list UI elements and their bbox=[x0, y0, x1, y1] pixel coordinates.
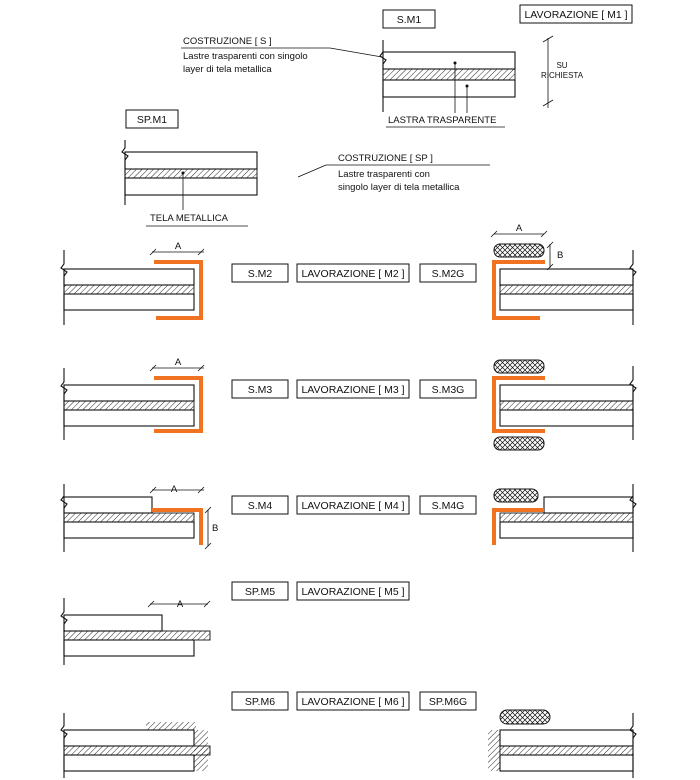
m2-left-tag: S.M2 bbox=[248, 268, 273, 280]
m5-left-tag: SP.M5 bbox=[245, 586, 275, 598]
m3-dim-a: A bbox=[175, 357, 182, 368]
m3-lavorazione: LAVORAZIONE [ M3 ] bbox=[301, 384, 404, 396]
m5-dim-a: A bbox=[177, 599, 184, 610]
m4-left-tag: S.M4 bbox=[248, 500, 273, 512]
m4-left-tag-box bbox=[231, 495, 289, 515]
m4-dim-b: B bbox=[212, 523, 218, 534]
m3-left-tag-box bbox=[231, 379, 289, 399]
lastra-trasparente-label: LASTRA TRASPARENTE bbox=[388, 115, 496, 126]
row-m5: A SP.M5 LAVORAZIONE [ M5 ] bbox=[60, 581, 410, 665]
costruzione-sp-line1: Lastre trasparenti con bbox=[338, 169, 430, 180]
row-m4: A B S.M4 LAVORAZIONE [ M4 ] S.M4G bbox=[60, 484, 637, 552]
m2-right-tag: S.M2G bbox=[432, 268, 465, 280]
m2-lavorazione-box bbox=[296, 263, 410, 283]
m2-left-tag-box bbox=[231, 263, 289, 283]
su-label: SU bbox=[556, 61, 567, 70]
row-m6: SP.M6 LAVORAZIONE [ M6 ] SP.M6G bbox=[60, 691, 637, 778]
m2-lavorazione: LAVORAZIONE [ M2 ] bbox=[301, 268, 404, 280]
m4-dim-a: A bbox=[171, 484, 178, 495]
costruzione-s-line1: Lastre trasparenti con singolo bbox=[183, 51, 308, 62]
m2g-dim-b: B bbox=[557, 250, 563, 261]
m2-dim-a: A bbox=[175, 241, 182, 252]
costruzione-sp-line2: singolo layer di tela metallica bbox=[338, 182, 460, 193]
m3-lavorazione-box bbox=[296, 379, 410, 399]
m5-lavorazione: LAVORAZIONE [ M5 ] bbox=[301, 586, 404, 598]
m6-left-tag-box bbox=[231, 691, 289, 711]
m3-right-tag-box bbox=[419, 379, 477, 399]
m6-left-tag: SP.M6 bbox=[245, 696, 275, 708]
m6-lavorazione-box bbox=[296, 691, 410, 711]
spm1-tag-box bbox=[125, 109, 179, 129]
m4-lavorazione: LAVORAZIONE [ M4 ] bbox=[301, 500, 404, 512]
m2g-dim-a: A bbox=[516, 223, 523, 234]
detail-spm1: SP.M1 TELA METALLICA COSTRUZIONE [ SP ] … bbox=[121, 109, 490, 227]
lavorazione-m1-box bbox=[519, 4, 633, 24]
costruzione-s-title: COSTRUZIONE [ S ] bbox=[183, 36, 272, 47]
costruzione-s-line2: layer di tela metallica bbox=[183, 64, 272, 75]
costruzione-sp-title: COSTRUZIONE [ SP ] bbox=[338, 153, 433, 164]
m4-right-tag-box bbox=[419, 495, 477, 515]
m5-lavorazione-box bbox=[296, 581, 410, 601]
m3-left-tag: S.M3 bbox=[248, 384, 273, 396]
m6-right-tag: SP.M6G bbox=[429, 696, 467, 708]
m4-lavorazione-box bbox=[296, 495, 410, 515]
row-m2: A S.M2 LAVORAZIONE [ M2 ] S.M2G A B bbox=[60, 223, 637, 325]
m3-right-tag: S.M3G bbox=[432, 384, 465, 396]
m6-lavorazione: LAVORAZIONE [ M6 ] bbox=[301, 696, 404, 708]
richiesta-label: RICHIESTA bbox=[541, 71, 584, 80]
sm1-tag: S.M1 bbox=[397, 14, 422, 26]
m4-right-tag: S.M4G bbox=[432, 500, 465, 512]
row-m3: A S.M3 LAVORAZIONE [ M3 ] S.M3G bbox=[60, 357, 637, 451]
spm1-tag: SP.M1 bbox=[137, 114, 167, 126]
detail-sm1: S.M1 LAVORAZIONE [ M1 ] COSTRUZIONE [ S … bbox=[181, 4, 633, 128]
tela-metallica-label: TELA METALLICA bbox=[150, 213, 229, 224]
m2-right-tag-box bbox=[419, 263, 477, 283]
m6-right-tag-box bbox=[419, 691, 477, 711]
sm1-tag-box bbox=[382, 9, 436, 29]
lavorazione-m1-label: LAVORAZIONE [ M1 ] bbox=[524, 9, 627, 21]
m5-left-tag-box bbox=[231, 581, 289, 601]
